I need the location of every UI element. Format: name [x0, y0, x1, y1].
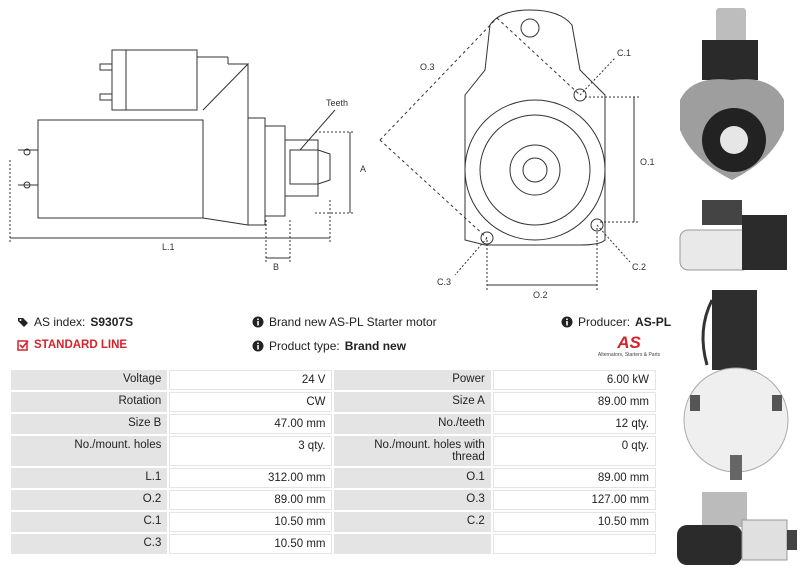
label-a: A	[360, 164, 366, 174]
producer-row: Producer: AS-PL	[561, 315, 671, 329]
spec-value: 89.00 mm	[169, 490, 333, 510]
logo-subtext: Alternators, Starters & Parts	[597, 352, 661, 358]
spec-label: O.2	[11, 490, 168, 510]
motor-body-outline	[37, 119, 204, 219]
label-teeth: Teeth	[326, 98, 348, 108]
spec-value: 3 qty.	[169, 436, 333, 466]
info-icon	[252, 316, 264, 328]
spec-value: 10.50 mm	[169, 512, 333, 532]
product-photos	[677, 8, 797, 565]
spec-label: No./mount. holes	[11, 436, 168, 466]
product-type-row: Product type: Brand new	[252, 339, 406, 353]
photo-side-large	[677, 492, 797, 565]
spec-label: C.1	[11, 512, 168, 532]
label-b: B	[273, 262, 279, 272]
spec-label: No./teeth	[334, 414, 491, 434]
checkbox-icon	[17, 340, 29, 351]
spec-label: No./mount. holes with thread	[334, 436, 491, 466]
product-info: AS index: S9307S STANDARD LINE Brand new…	[0, 300, 671, 368]
info-icon	[561, 316, 573, 328]
spec-value: 12 qty.	[492, 414, 656, 434]
solenoid-outline	[111, 49, 198, 111]
spec-label: O.1	[334, 468, 491, 488]
label-o2: O.2	[533, 290, 548, 300]
as-pl-logo: AS Alternators, Starters & Parts	[594, 334, 664, 364]
label-c2: C.2	[632, 262, 646, 272]
spec-value: 10.50 mm	[492, 512, 656, 532]
spec-value: 89.00 mm	[492, 468, 656, 488]
spec-label: L.1	[11, 468, 168, 488]
as-index-label: AS index:	[34, 315, 86, 329]
label-l1: L.1	[162, 242, 175, 252]
spec-label: Voltage	[11, 370, 168, 390]
description-text: Brand new AS-PL Starter motor	[269, 315, 437, 329]
standard-line-label: STANDARD LINE	[34, 339, 128, 351]
spec-value: 10.50 mm	[169, 534, 333, 554]
spec-value: 24 V	[169, 370, 333, 390]
product-type-label: Product type:	[269, 339, 340, 353]
spec-value: 0 qty.	[492, 436, 656, 466]
label-c1: C.1	[617, 48, 631, 58]
photo-rear	[683, 290, 789, 480]
as-index-row: AS index: S9307S	[17, 315, 133, 329]
spec-value: 47.00 mm	[169, 414, 333, 434]
label-c3: C.3	[437, 277, 451, 287]
flange-outline	[464, 9, 606, 246]
technical-drawing: Teeth A L.1 B O.3 C.1 O.1 O.2 C.2 C.3	[9, 9, 655, 300]
spec-label: Size A	[334, 392, 491, 412]
photo-front-flange	[680, 8, 784, 180]
spec-label: C.3	[11, 534, 168, 554]
spec-value: 89.00 mm	[492, 392, 656, 412]
product-type-value: Brand new	[344, 339, 407, 353]
description-row: Brand new AS-PL Starter motor	[252, 315, 437, 329]
label-o1: O.1	[640, 157, 655, 167]
spec-value: 127.00 mm	[492, 490, 656, 510]
spec-value: CW	[169, 392, 333, 412]
producer-value: AS-PL	[635, 315, 672, 329]
spec-value: 6.00 kW	[492, 370, 656, 390]
info-icon	[252, 340, 264, 352]
spec-label: C.2	[334, 512, 491, 532]
producer-label: Producer:	[578, 315, 631, 329]
spec-label: Rotation	[11, 392, 168, 412]
spec-label: Size B	[11, 414, 168, 434]
tag-icon	[18, 318, 28, 327]
logo-text: AS	[617, 333, 641, 352]
spec-value	[492, 534, 656, 554]
standard-line-row: STANDARD LINE	[17, 339, 127, 351]
photo-side-small	[679, 200, 787, 271]
spec-label: Power	[334, 370, 491, 390]
as-index-value: S9307S	[90, 315, 134, 329]
spec-value: 312.00 mm	[169, 468, 333, 488]
spec-label	[334, 534, 491, 554]
spec-label: O.3	[334, 490, 491, 510]
label-o3: O.3	[420, 62, 435, 72]
